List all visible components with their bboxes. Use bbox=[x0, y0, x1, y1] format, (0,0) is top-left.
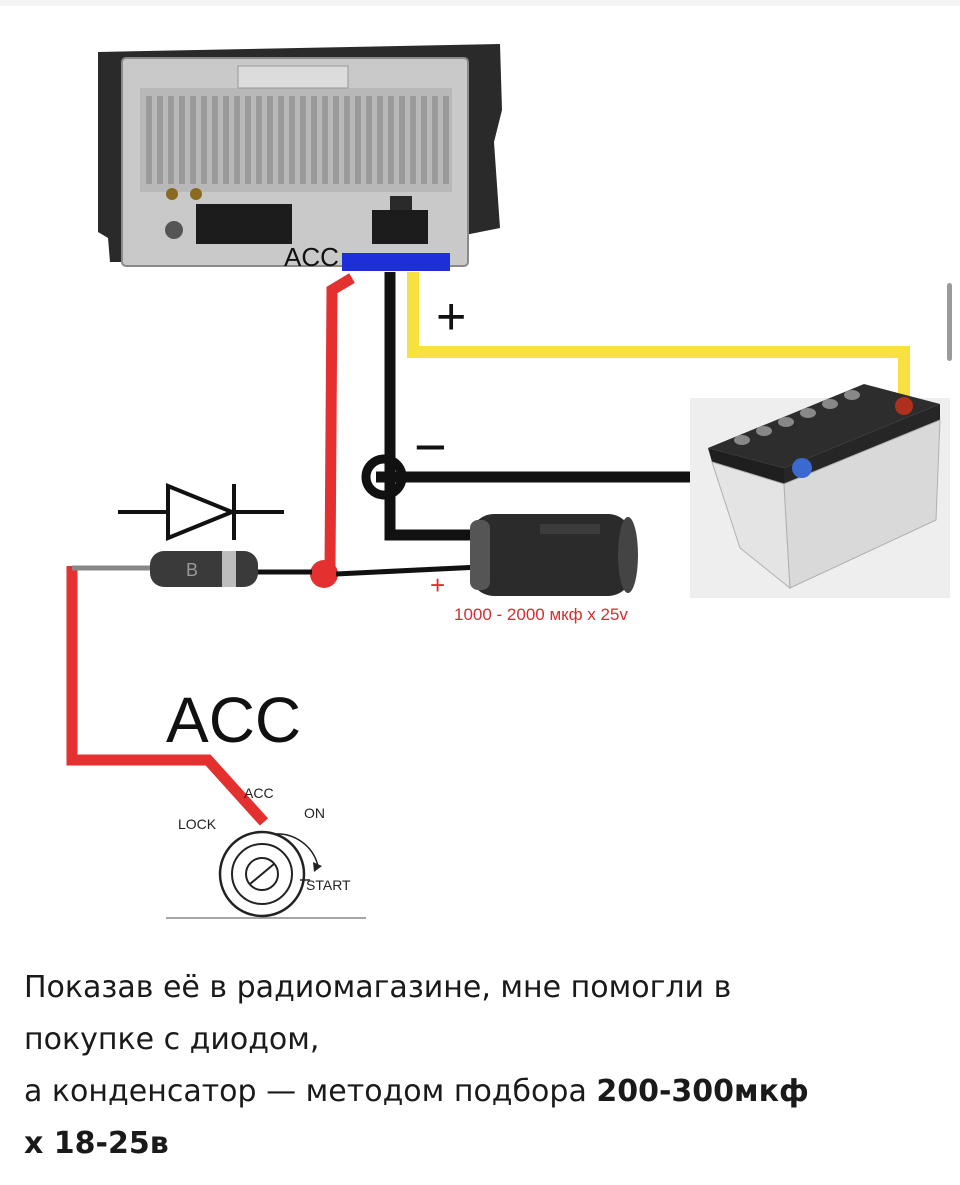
heatsink-fin bbox=[289, 96, 295, 184]
heatsink-fin bbox=[278, 96, 284, 184]
battery bbox=[690, 384, 950, 598]
power-connector bbox=[372, 210, 428, 244]
harness-connector bbox=[196, 204, 292, 244]
capacitor-lead bbox=[335, 564, 481, 577]
heatsink-fin bbox=[399, 96, 405, 184]
connector-bar bbox=[342, 253, 450, 271]
acc-wire-bottom bbox=[66, 566, 269, 826]
caption-text: Показав её в радиомагазине, мне помогли … bbox=[24, 962, 924, 1170]
top-crop-strip bbox=[0, 0, 960, 6]
battery-cell-cap bbox=[800, 408, 816, 418]
ground-junction bbox=[361, 454, 407, 500]
scrollbar[interactable] bbox=[947, 283, 952, 361]
positive-terminal bbox=[895, 397, 913, 415]
heatsink-fin bbox=[443, 96, 449, 184]
antenna-jack bbox=[190, 188, 202, 200]
heatsink-fin bbox=[256, 96, 262, 184]
heatsink-fin bbox=[234, 96, 240, 184]
caption-line-3-text: а конденсатор — методом подбора bbox=[24, 1074, 597, 1109]
battery-cell-cap bbox=[778, 417, 794, 427]
ignition-acc-label: ACC bbox=[244, 785, 274, 801]
heatsink-fin bbox=[190, 96, 196, 184]
heatsink-fin bbox=[212, 96, 218, 184]
round-connector bbox=[165, 221, 183, 239]
heatsink-fin bbox=[355, 96, 361, 184]
ignition-lock-label: LOCK bbox=[178, 816, 217, 832]
caption-voltage-value: х 18-25в bbox=[24, 1126, 169, 1161]
heatsink-fin bbox=[377, 96, 383, 184]
ground-wire-vertical bbox=[384, 272, 480, 541]
heatsink-fin bbox=[421, 96, 427, 184]
ignition-start-label: START bbox=[306, 877, 351, 893]
battery-cell-cap bbox=[844, 390, 860, 400]
minus-sign: − bbox=[414, 415, 447, 478]
heatsink-fin bbox=[388, 96, 394, 184]
head-unit-acc-label: ACC bbox=[284, 242, 339, 272]
acc-junction bbox=[310, 560, 338, 588]
heatsink-fin bbox=[410, 96, 416, 184]
positive-wire bbox=[407, 272, 910, 404]
battery-cell-cap bbox=[822, 399, 838, 409]
heatsink-fin bbox=[322, 96, 328, 184]
heatsink-fin bbox=[344, 96, 350, 184]
heatsink-fin bbox=[201, 96, 207, 184]
battery-cell-cap bbox=[756, 426, 772, 436]
diode-marking: B bbox=[186, 560, 198, 580]
caption-capacitance-value: 200-300мкф bbox=[596, 1074, 809, 1109]
heatsink-fin bbox=[157, 96, 163, 184]
capacitor-spec: 1000 - 2000 мкф х 25v bbox=[454, 605, 628, 624]
heatsink-fin bbox=[333, 96, 339, 184]
negative-terminal bbox=[792, 458, 812, 478]
ignition-switch: LOCK ACC ON START bbox=[166, 785, 366, 919]
heatsink-fin bbox=[223, 96, 229, 184]
antenna-jack bbox=[166, 188, 178, 200]
heatsink-fin bbox=[267, 96, 273, 184]
caption-line-4: х 18-25в bbox=[24, 1118, 924, 1170]
caption-line-3: а конденсатор — методом подбора 200-300м… bbox=[24, 1066, 924, 1118]
heatsink-fin bbox=[432, 96, 438, 184]
capacitor-plus: + bbox=[430, 570, 445, 600]
heatsink-fin bbox=[300, 96, 306, 184]
head-unit bbox=[98, 44, 502, 267]
ignition-on-label: ON bbox=[304, 805, 325, 821]
acc-label: ACC bbox=[166, 684, 301, 756]
heatsink-fin bbox=[179, 96, 185, 184]
plus-sign: + bbox=[436, 288, 466, 346]
diode-component: B bbox=[150, 551, 258, 587]
battery-cell-cap bbox=[734, 435, 750, 445]
heatsink-fin bbox=[168, 96, 174, 184]
diode-symbol bbox=[118, 483, 284, 541]
heatsink-fin bbox=[146, 96, 152, 184]
heatsink-fin bbox=[245, 96, 251, 184]
heatsink-fin bbox=[366, 96, 372, 184]
caption-line-1: Показав её в радиомагазине, мне помогли … bbox=[24, 970, 732, 1005]
heatsink-fins bbox=[146, 96, 449, 184]
caption-line-2: покупке с диодом, bbox=[24, 1022, 320, 1057]
heatsink-fin bbox=[311, 96, 317, 184]
acc-wire-top bbox=[320, 273, 355, 577]
capacitor bbox=[470, 514, 638, 596]
